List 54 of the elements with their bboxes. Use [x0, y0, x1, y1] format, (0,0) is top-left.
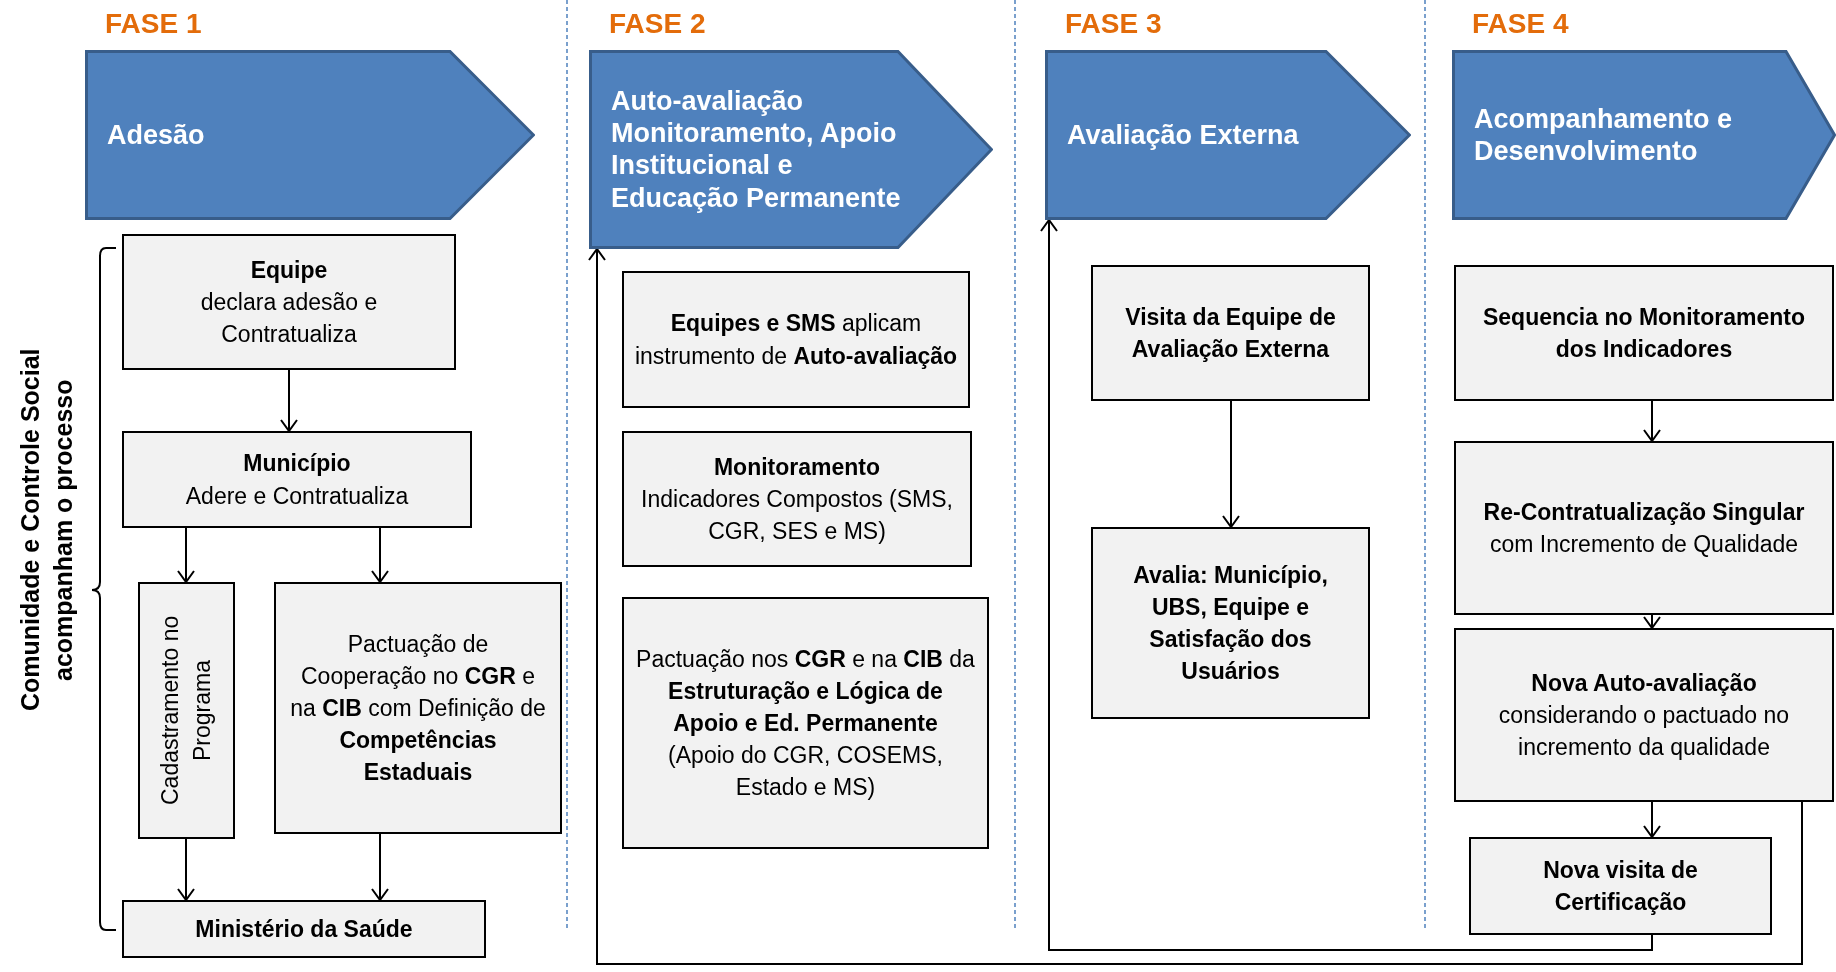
- process-box: [122, 900, 486, 958]
- box-text: Avalia: Município, UBS, Equipe e Satisfação dos Usuários: [1132, 560, 1329, 687]
- box-text: (Apoio do CGR, COSEMS, Estado e MS): [667, 741, 944, 803]
- process-box: [1469, 837, 1772, 935]
- arrow: [1643, 801, 1661, 838]
- arrow: [177, 527, 195, 583]
- box-text: Nova visita de Certificação: [1542, 855, 1699, 917]
- arrow: [1643, 400, 1661, 442]
- phase-heading: FASE 4: [1472, 8, 1569, 40]
- process-box: [1454, 265, 1834, 401]
- phase-title: Adesão: [107, 119, 206, 152]
- arrow: [588, 248, 1803, 965]
- arrow: [280, 369, 298, 432]
- box-heading: Nova Auto-avaliação: [1531, 668, 1757, 698]
- process-box: [622, 431, 972, 567]
- process-box: [1454, 441, 1834, 615]
- box-text: Cadastramento no Programa: [156, 614, 217, 808]
- box-text: com Incremento de Qualidade: [1489, 530, 1799, 559]
- phase-heading: FASE 1: [105, 8, 202, 40]
- process-box: [1091, 265, 1370, 401]
- process-box: [122, 431, 472, 528]
- phase-title: Acompanhamento e Desenvolvimento: [1474, 102, 1734, 168]
- box-heading: Re-Contratualização Singular: [1483, 497, 1805, 527]
- box-text: declara adesão e Contratualiza: [199, 287, 379, 350]
- arrow: [1222, 400, 1240, 528]
- box-text: Indicadores Compostos (SMS, CGR, SES e MS): [640, 484, 954, 547]
- box-text: Ministério da Saúde: [195, 914, 413, 944]
- box-heading: Equipe: [250, 255, 328, 285]
- process-box: [138, 582, 235, 839]
- box-text: Visita da Equipe de Avaliação Externa: [1124, 302, 1337, 364]
- arrow: [371, 527, 389, 583]
- box-text: Sequencia no Monitoramento dos Indicadores: [1482, 302, 1806, 364]
- arrow: [1040, 219, 1653, 951]
- process-box: [1454, 628, 1834, 802]
- phase-heading: FASE 3: [1065, 8, 1162, 40]
- box-heading: Monitoramento: [713, 452, 881, 482]
- box-heading: Pactuação nos CGR e na CIB da Estruturação e Lógica de Apoio e Ed. Permanente: [635, 644, 976, 738]
- arrow: [1643, 614, 1661, 629]
- process-box: [122, 234, 456, 370]
- process-box: [622, 271, 970, 408]
- box-text: considerando o pactuado no incremento da qualidade: [1497, 700, 1791, 763]
- phase-heading: FASE 2: [609, 8, 706, 40]
- side-note: Comunidade e Controle Social acompanham o processo: [15, 347, 78, 714]
- arrow: [371, 833, 389, 901]
- box-text: Equipes e SMS aplicam instrumento de Auto-avaliação: [634, 309, 958, 371]
- arrow: [177, 838, 195, 901]
- process-box: [274, 582, 562, 834]
- box-text: Adere e Contratualiza: [185, 481, 409, 511]
- process-box: [1091, 527, 1370, 719]
- box-heading: Município: [243, 449, 351, 479]
- phase-title: Avaliação Externa: [1067, 119, 1300, 152]
- process-box: [622, 597, 989, 849]
- phase-title: Auto-avaliação Monitoramento, Apoio Institucional e Educação Permanente: [611, 84, 901, 215]
- box-text: Pactuação de Cooperação no CGR e na CIB com Definição de Competências Estaduais: [289, 629, 547, 788]
